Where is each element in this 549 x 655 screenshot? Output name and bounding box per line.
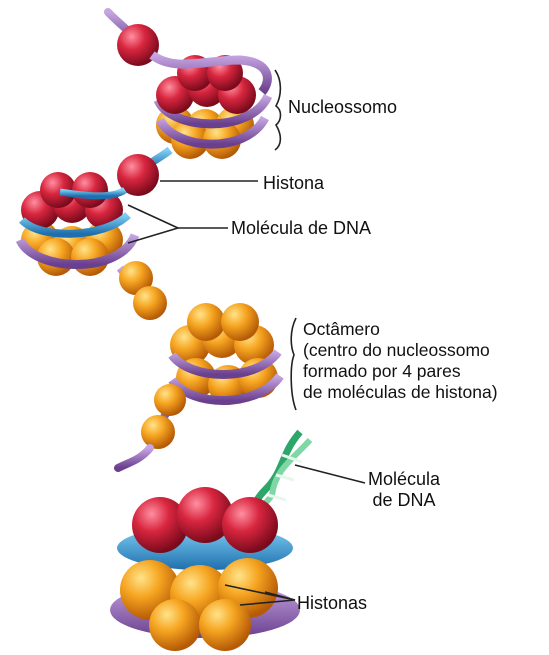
octamero-line-4: de moléculas de histona)	[303, 382, 498, 403]
nucleosome-2	[20, 172, 135, 276]
octamero-line-3: formado por 4 pares	[303, 361, 498, 382]
molecula-dna-2-line-1: Molécula	[368, 469, 440, 490]
molecula-dna-label: Molécula de DNA	[231, 218, 371, 239]
histone-sphere-bottom	[141, 384, 186, 449]
nucleosome-1	[152, 55, 268, 159]
histone-sphere-linker	[119, 261, 167, 320]
nucleossomo-label: Nucleossomo	[288, 97, 397, 118]
nucleosome-cross-section	[110, 487, 300, 651]
molecula-dna-2-line-2: de DNA	[368, 490, 440, 511]
nucleosome-3-octamer	[170, 303, 280, 405]
molecula-dna-2-label: Molécula de DNA	[368, 469, 440, 511]
histona-label: Histona	[263, 173, 324, 194]
octamero-line-1: Octâmero	[303, 319, 498, 340]
octamero-label: Octâmero (centro do nucleossomo formado …	[303, 319, 498, 403]
histonas-label: Histonas	[297, 593, 367, 614]
octamero-line-2: (centro do nucleossomo	[303, 340, 498, 361]
